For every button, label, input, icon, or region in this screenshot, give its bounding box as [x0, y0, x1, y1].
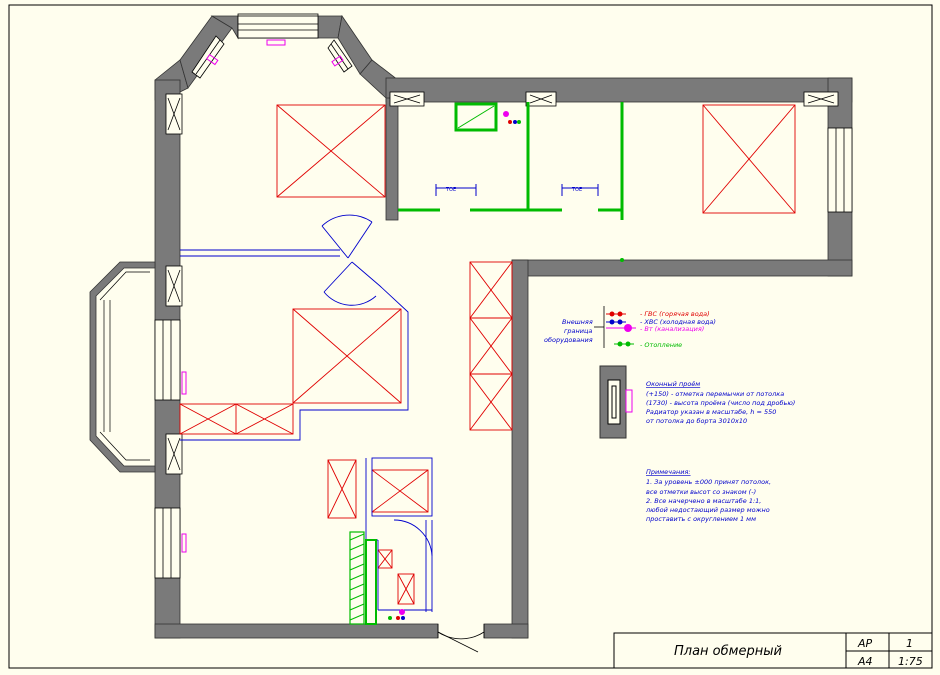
notes-line-5: проставить с округлением 1 мм: [646, 515, 756, 523]
legend-boundary-label-2: граница: [564, 327, 592, 335]
built-in-elements: [179, 104, 796, 605]
title-block-col1-row2: А4: [857, 655, 873, 668]
riser-symbols: [388, 111, 624, 620]
legend-item-sewage: - Вт (канализация): [640, 325, 704, 333]
window-note-line-1: (+150) - отметка перемычки от потолка: [646, 390, 784, 398]
notes-line-1: 1. За уровень ±000 принят потолок,: [646, 478, 771, 486]
legend-item-hot-water: - ГВС (горячая вода): [640, 310, 710, 318]
drain-label-1: ТОЕ: [445, 187, 456, 193]
plumbing-walls: [398, 102, 624, 220]
legend-item-cold-water: - ХВС (холодная вода): [640, 318, 716, 326]
notes-line-4: любой недостающий размер можно: [645, 506, 770, 514]
window-symbol: [599, 365, 633, 439]
window-note-line-2: (1730) - высота проёма (число под дробью…: [646, 399, 795, 407]
window-note-heading: Оконный проём: [646, 380, 700, 388]
title-block-col1-row1: АР: [857, 637, 873, 650]
partitions: [180, 214, 433, 612]
notes-heading: Примечания:: [646, 468, 691, 476]
title-block: [613, 632, 933, 669]
west-bay-window: [89, 261, 156, 473]
legend-item-heating: - Отопление: [640, 341, 682, 349]
legend-boundary-label-1: Внешняя: [562, 318, 593, 326]
window-note-line-3: Радиатор указан в масштабе, h = 550: [646, 408, 776, 416]
window-note-line-4: от потолка до борта 3010x10: [646, 417, 747, 425]
walls: [154, 13, 853, 639]
drain-label-2: ТОЕ: [571, 187, 582, 193]
entrance-door: [437, 624, 485, 653]
title-block-col2-row2: 1:75: [898, 655, 923, 668]
sheet-frame: [8, 4, 933, 669]
notes-line-2: все отметки высот со знаком (-): [646, 488, 756, 496]
plumbing-shaft: [349, 531, 377, 625]
title-block-title: План обмерный: [674, 644, 782, 659]
radiator-markers: [181, 39, 344, 553]
title-block-col2-row1: 1: [906, 637, 913, 650]
notes-line-3: 2. Все начерчено в масштабе 1:1,: [646, 497, 761, 505]
legend: [594, 306, 636, 348]
drain-markers: [435, 184, 599, 196]
legend-boundary-label-3: оборудования: [544, 336, 593, 344]
